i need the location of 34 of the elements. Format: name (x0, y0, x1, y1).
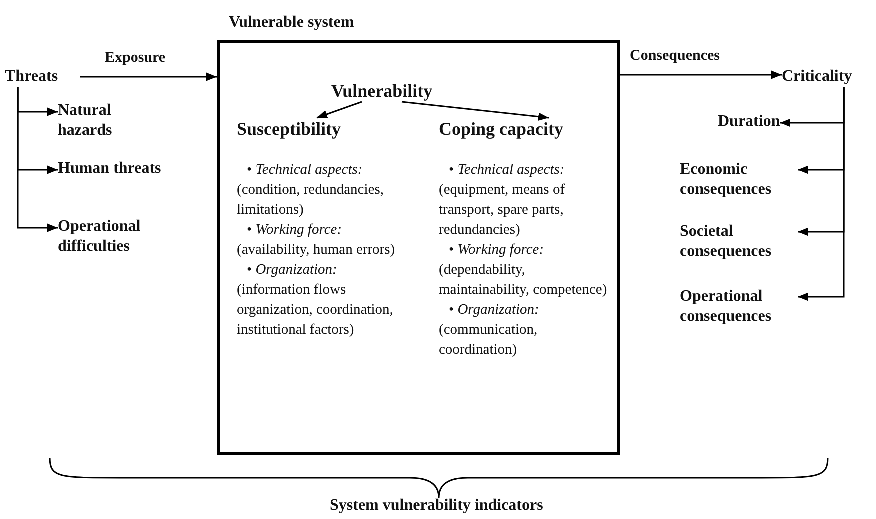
column-heading: Susceptibility (237, 118, 342, 140)
list-item-heading: • Organization: (246, 261, 338, 280)
node-label: Societal consequences (680, 222, 798, 262)
node-label: Human threats (58, 159, 168, 179)
column-heading: Coping capacity (439, 118, 565, 140)
list-item-text: (dependability, maintainability, competence) (439, 261, 608, 300)
arrow (80, 72, 217, 82)
list-item-heading: • Technical aspects: (246, 161, 364, 180)
list-item-text: (communication, coordination) (439, 321, 539, 360)
node-label: Criticality (782, 67, 874, 87)
list-item-heading: • Technical aspects: (448, 161, 566, 180)
node-label: Vulnerability (327, 80, 437, 102)
list-item-text: (information flows organization, coordination, institutional factors) (237, 281, 394, 340)
node-label: Natural hazards (58, 101, 168, 141)
node-label: Duration (718, 112, 780, 132)
arrow (402, 101, 550, 122)
arrow (798, 87, 845, 302)
list-item-heading: • Working force: (448, 241, 546, 260)
node-label: Threats (5, 67, 80, 87)
node-label: Operational consequences (680, 287, 798, 327)
node-label: Economic consequences (680, 160, 798, 200)
list-item-heading: • Working force: (246, 221, 344, 240)
box-heading: Vulnerable system (229, 14, 354, 32)
list-item-text: (condition, redundancies, limitations) (237, 181, 385, 220)
node-label: Operational difficulties (58, 217, 188, 257)
list-item-text: (equipment, means of transport, spare parts, redundancies) (439, 181, 566, 240)
edge-label: Exposure (103, 50, 168, 67)
list-item-text: (availability, human errors) (237, 241, 396, 260)
list-item-heading: • Organization: (448, 301, 540, 320)
bracket-label: System vulnerability indicators (330, 497, 544, 515)
arrow (316, 101, 362, 119)
edge-label: Consequences (628, 48, 722, 65)
arrow (620, 70, 782, 80)
arrow (17, 87, 58, 232)
